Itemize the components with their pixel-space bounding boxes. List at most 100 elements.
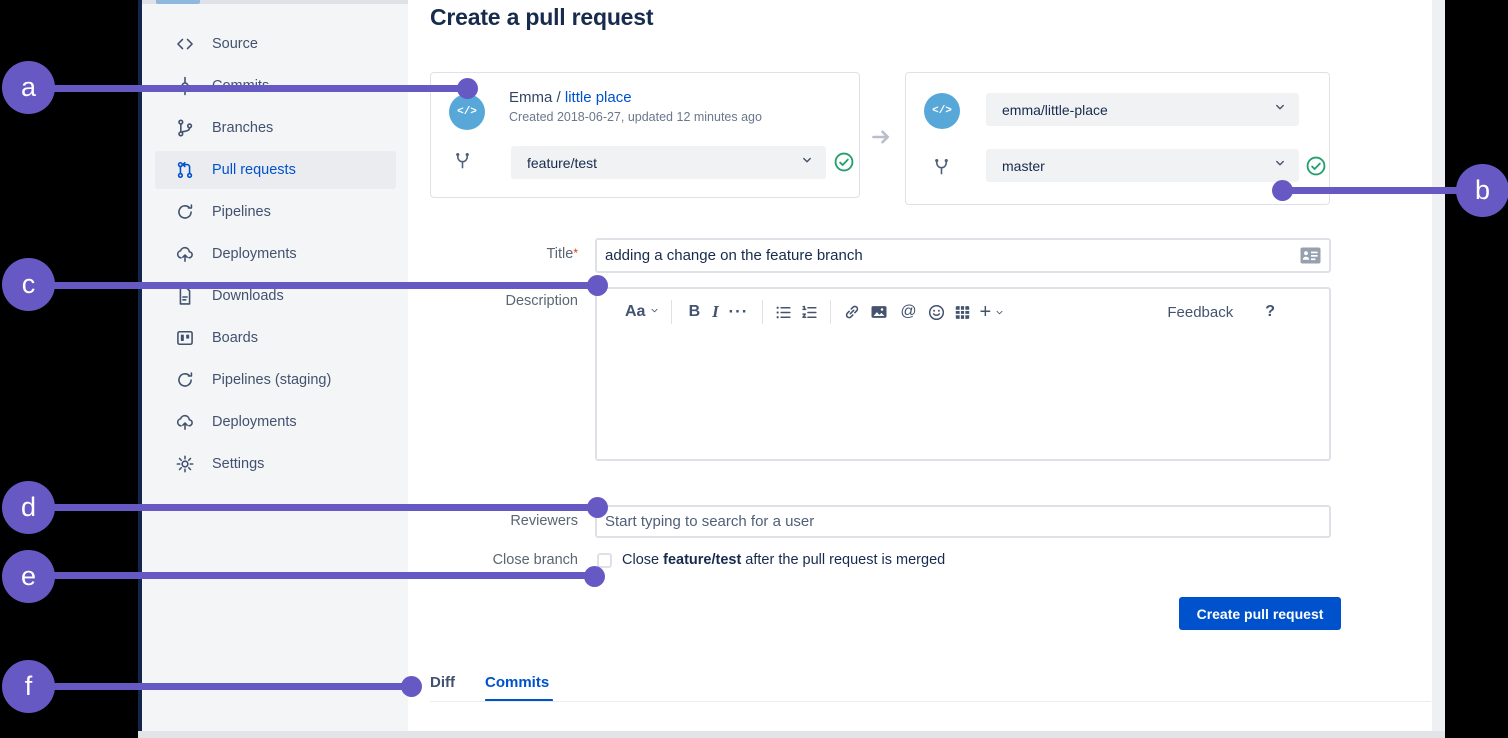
sidebar-item-label: Pipelines: [212, 204, 271, 220]
pipelines-icon: [175, 370, 195, 390]
font-style-button[interactable]: Aa: [625, 303, 660, 321]
callout-dot-f: [401, 676, 422, 697]
sidebar-item-deployments[interactable]: Deployments: [155, 235, 396, 273]
branch-valid-check-icon: [1305, 155, 1327, 182]
tab-commits[interactable]: Commits: [485, 674, 550, 691]
sidebar-item-branches[interactable]: Branches: [155, 109, 396, 147]
destination-branch-dropdown[interactable]: master: [986, 149, 1299, 182]
sidebar-item-pull-requests[interactable]: Pull requests: [155, 151, 396, 189]
reviewers-input-wrapper: [595, 505, 1331, 538]
source-branch-value: feature/test: [527, 154, 598, 171]
toolbar-separator: [830, 300, 832, 324]
page-title: Create a pull request: [430, 4, 654, 30]
window-bottom-edge: [138, 731, 1445, 738]
numbered-list-button[interactable]: [800, 303, 819, 322]
chevron-down-icon: [800, 153, 814, 172]
destination-repo-dropdown[interactable]: emma/little-place: [986, 93, 1299, 126]
toolbar-separator: [762, 300, 764, 324]
branch-fork-icon: [453, 151, 472, 175]
repo-meta: Created 2018-06-27, updated 12 minutes a…: [509, 110, 762, 124]
callout-dot-c: [587, 275, 608, 296]
sidebar-nav: Source Commits Branches Pull requests Pi…: [142, 22, 408, 487]
italic-button[interactable]: I: [712, 302, 719, 321]
sidebar-item-source[interactable]: Source: [155, 25, 396, 63]
chevron-down-icon: [1273, 156, 1287, 175]
close-branch-text-pre: Close: [622, 552, 664, 568]
toolbar-separator: [671, 300, 673, 324]
required-asterisk: *: [573, 246, 578, 260]
arrow-right-icon: [869, 125, 893, 154]
table-button[interactable]: [953, 303, 972, 322]
code-icon: [175, 34, 195, 54]
sidebar-item-settings[interactable]: Settings: [155, 445, 396, 483]
callout-line-c: [49, 282, 591, 289]
avatar-fragment: [156, 0, 200, 4]
repo-owner: Emma /: [509, 89, 561, 106]
reviewers-label: Reviewers: [510, 513, 578, 529]
reviewers-input[interactable]: [597, 507, 1329, 536]
help-button[interactable]: ?: [1265, 303, 1275, 320]
callout-bubble-f: f: [2, 660, 55, 713]
chevron-down-icon: [994, 301, 1005, 324]
repo-name-link[interactable]: little place: [564, 89, 632, 106]
editor-toolbar: Aa B I ··· @: [597, 289, 1329, 335]
bold-button[interactable]: B: [688, 303, 701, 320]
gear-icon: [175, 454, 195, 474]
callout-line-a: [49, 85, 461, 92]
mention-button[interactable]: @: [900, 303, 917, 320]
scrollbar-track[interactable]: [1432, 0, 1445, 731]
sidebar-item-pipelines-staging[interactable]: Pipelines (staging): [155, 361, 396, 399]
tab-diff[interactable]: Diff: [430, 674, 455, 691]
image-button[interactable]: [869, 302, 889, 322]
sidebar-item-pipelines[interactable]: Pipelines: [155, 193, 396, 231]
sidebar-item-label: Boards: [212, 330, 258, 346]
title-input[interactable]: [597, 240, 1329, 271]
cloud-upload-icon: [175, 412, 195, 432]
feedback-link[interactable]: Feedback: [1167, 303, 1234, 321]
callout-dot-a: [457, 78, 478, 99]
pull-request-icon: [175, 160, 195, 180]
sidebar-item-label: Pull requests: [212, 162, 296, 178]
document-icon: [175, 286, 195, 306]
emoji-button[interactable]: [927, 303, 946, 322]
global-nav-edge: [138, 0, 142, 738]
callout-line-f: [49, 683, 406, 690]
callout-line-b: [1286, 187, 1460, 194]
sidebar-item-label: Settings: [212, 456, 265, 472]
destination-branch-value: master: [1002, 157, 1045, 174]
contact-card-icon[interactable]: [1300, 247, 1321, 269]
close-branch-text: Close feature/test after the pull reques…: [622, 552, 945, 568]
repo-avatar: </>: [449, 94, 485, 130]
callout-line-e: [49, 572, 588, 579]
source-repo-card: </> Emma / little place Created 2018-06-…: [430, 72, 860, 198]
callout-bubble-e: e: [2, 550, 55, 603]
sidebar: Source Commits Branches Pull requests Pi…: [142, 0, 408, 738]
tabs-divider: [430, 701, 1431, 702]
close-branch-label: Close branch: [492, 552, 578, 568]
source-branch-dropdown[interactable]: feature/test: [511, 146, 826, 179]
link-button[interactable]: [842, 302, 862, 322]
callout-bubble-b: b: [1456, 164, 1508, 217]
board-icon: [175, 328, 195, 348]
create-pull-request-button[interactable]: Create pull request: [1179, 597, 1341, 630]
insert-more-button[interactable]: +: [979, 301, 1005, 324]
repo-avatar: </>: [924, 93, 960, 129]
description-textarea[interactable]: [597, 335, 1329, 461]
description-label: Description: [505, 293, 578, 309]
destination-repo-card: </> emma/little-place master: [905, 72, 1330, 205]
font-style-label: Aa: [625, 303, 646, 320]
sidebar-item-deployments-2[interactable]: Deployments: [155, 403, 396, 441]
bitbucket-app-window: Source Commits Branches Pull requests Pi…: [138, 0, 1445, 738]
close-branch-name: feature/test: [663, 552, 742, 568]
bullet-list-button[interactable]: [774, 303, 793, 322]
active-tab-underline: [485, 699, 553, 702]
close-branch-text-post: after the pull request is merged: [741, 552, 946, 568]
title-label-text: Title: [546, 246, 574, 262]
sidebar-item-label: Deployments: [212, 246, 297, 262]
sidebar-item-boards[interactable]: Boards: [155, 319, 396, 357]
close-branch-checkbox[interactable]: [597, 553, 612, 568]
destination-repo-value: emma/little-place: [1002, 101, 1108, 118]
title-label: Title*: [430, 246, 578, 262]
more-formatting-button[interactable]: ···: [728, 302, 749, 321]
description-editor: Aa B I ··· @: [595, 287, 1331, 461]
